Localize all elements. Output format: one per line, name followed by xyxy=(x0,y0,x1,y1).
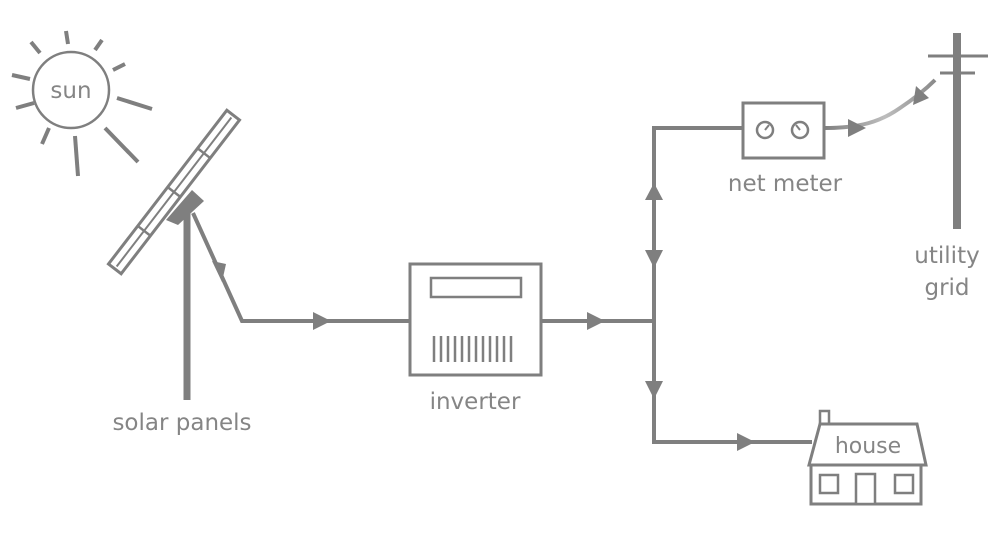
house-icon xyxy=(807,409,928,506)
flow-arrows xyxy=(212,86,929,451)
flow-arrow-icon xyxy=(212,261,226,282)
flow-arrow-icon xyxy=(313,312,331,330)
net-meter-label: net meter xyxy=(728,171,843,197)
flow-arrow-icon xyxy=(645,250,663,268)
inverter-label: inverter xyxy=(430,389,521,415)
sun-label: sun xyxy=(50,78,91,104)
flow-arrow-icon xyxy=(587,312,605,330)
flow-arrow-icon xyxy=(737,433,755,451)
solar-panel-icon xyxy=(106,108,242,400)
utility-grid-label-line2: grid xyxy=(924,275,969,301)
house-label: house xyxy=(835,434,901,459)
utility-pole-icon xyxy=(928,33,988,229)
flow-arrow-icon xyxy=(913,86,929,105)
flow-arrow-icon xyxy=(645,183,663,200)
flow-arrow-icon xyxy=(645,381,663,399)
sun-icon xyxy=(11,30,153,177)
solar-panels-label: solar panels xyxy=(112,410,251,436)
net-meter-icon xyxy=(741,101,826,160)
flow-arrow-icon xyxy=(848,119,866,137)
utility-grid-label-line1: utility xyxy=(914,243,979,269)
inverter-icon xyxy=(408,262,543,377)
grid-wire xyxy=(823,78,937,130)
